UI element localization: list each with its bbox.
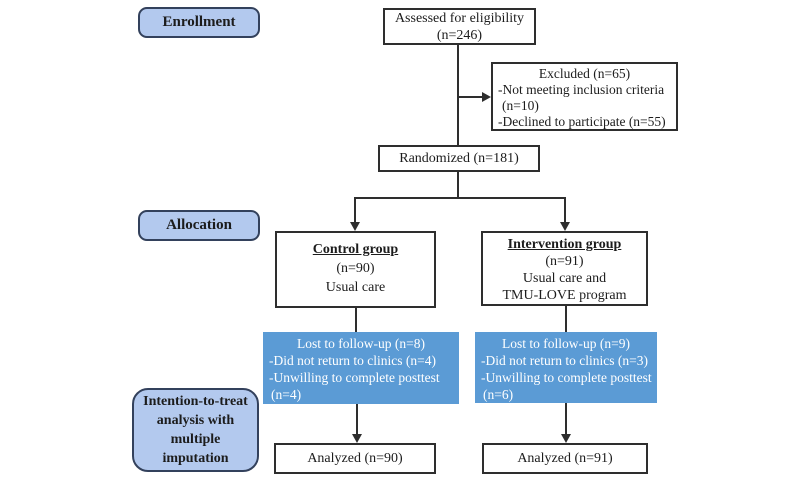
lost-intervention-title: Lost to follow-up (n=9) — [502, 336, 630, 351]
control-group-title: Control group — [312, 242, 399, 257]
lost-intervention-item2: -Unwilling to complete posttest — [481, 370, 652, 385]
assessed-box: Assessed for eligibility (n=246) — [383, 8, 536, 45]
lost-intervention-item1: -Did not return to clinics (n=3) — [481, 353, 648, 368]
lost-control-title: Lost to follow-up (n=8) — [297, 336, 425, 351]
lost-control-item1: -Did not return to clinics (n=4) — [269, 353, 436, 368]
control-group-desc: Usual care — [325, 280, 386, 295]
stage-label-analysis: Intention-to-treat analysis with multipl… — [132, 388, 259, 472]
lost-control-item2b: (n=4) — [271, 387, 302, 402]
stage-label-enrollment: Enrollment — [138, 7, 260, 38]
intervention-group-n: (n=91) — [545, 254, 584, 269]
excluded-item1: -Not meeting inclusion criteria — [498, 82, 665, 97]
analyzed-control-box: Analyzed (n=90) — [274, 443, 436, 474]
arrowhead-analyzed-intervention — [561, 434, 571, 443]
assessed-line1: Assessed for eligibility — [394, 11, 525, 26]
analyzed-intervention-box: Analyzed (n=91) — [482, 443, 648, 474]
connector-to-excluded — [458, 96, 483, 98]
intervention-group-box: Intervention group (n=91) Usual care and… — [481, 231, 648, 306]
excluded-title: Excluded (n=65) — [538, 66, 631, 81]
control-group-n: (n=90) — [336, 261, 375, 276]
connector-lost-to-analyzed-intervention — [565, 403, 567, 435]
randomized-box: Randomized (n=181) — [378, 145, 540, 172]
assessed-line2: (n=246) — [436, 27, 483, 43]
excluded-item1b: (n=10) — [502, 98, 539, 113]
intervention-group-desc1: Usual care and — [522, 271, 607, 286]
excluded-box: Excluded (n=65) -Not meeting inclusion c… — [491, 62, 678, 131]
lost-followup-control-box: Lost to follow-up (n=8) -Did not return … — [263, 332, 459, 404]
arrowhead-intervention — [560, 222, 570, 231]
arrowhead-analyzed-control — [352, 434, 362, 443]
connector-assessed-to-randomized — [457, 45, 459, 145]
connector-to-intervention — [564, 197, 566, 223]
connector-control-to-lost — [355, 308, 357, 332]
control-group-box: Control group (n=90) Usual care — [275, 231, 436, 308]
arrowhead-control — [350, 222, 360, 231]
intervention-group-title: Intervention group — [507, 237, 622, 252]
stage-label-allocation: Allocation — [138, 210, 260, 241]
connector-randomized-down — [457, 172, 459, 198]
lost-intervention-item2b: (n=6) — [483, 387, 514, 402]
connector-to-control — [354, 197, 356, 223]
connector-lost-to-analyzed-control — [356, 404, 358, 435]
lost-followup-intervention-box: Lost to follow-up (n=9) -Did not return … — [475, 332, 657, 403]
intervention-group-desc2: TMU-LOVE program — [502, 288, 627, 303]
lost-control-item2: -Unwilling to complete posttest — [269, 370, 440, 385]
excluded-item2: -Declined to participate (n=55) — [498, 114, 666, 129]
connector-split-horizontal — [354, 197, 565, 199]
arrowhead-excluded — [482, 92, 491, 102]
connector-intervention-to-lost — [565, 306, 567, 332]
